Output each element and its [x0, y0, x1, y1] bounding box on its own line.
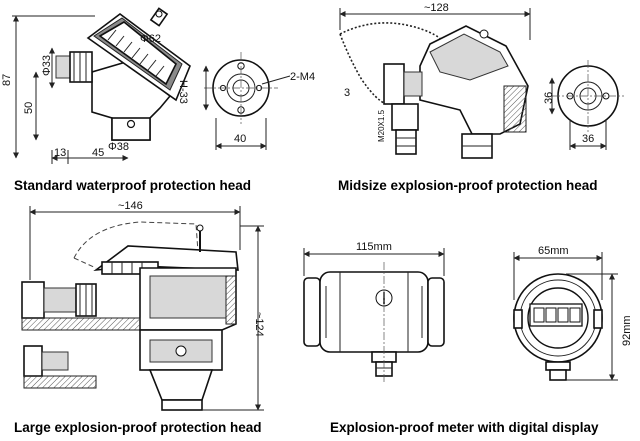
midsize-dimensions: ~128 3 M20X1.5	[339, 2, 531, 142]
meter-side-view	[303, 262, 445, 384]
midsize-head-side-view	[339, 22, 529, 159]
meter-front-view	[513, 273, 603, 381]
dim-36-w: 36	[582, 133, 594, 145]
dim-87: 87	[1, 74, 13, 86]
dim-phi62: Φ62	[140, 33, 161, 45]
midsize-front-dimensions: 36 36	[543, 77, 607, 150]
dim-13: 13	[54, 147, 66, 159]
panel-standard-waterproof-head: 87 50 Φ33 Φ62 Φ38 13 45 H-3	[1, 7, 315, 193]
dim-45: 45	[92, 147, 104, 159]
midsize-head-front-view	[552, 60, 624, 132]
panel-explosion-meter: 115mm 65mm 92mm Explosion-proof m	[303, 241, 633, 435]
meter-front-dimensions: 65mm 92mm	[513, 245, 633, 381]
caption-large: Large explosion-proof protection head	[14, 420, 262, 435]
dim-phi33: Φ33	[41, 55, 53, 76]
dim-115mm: 115mm	[356, 241, 392, 253]
dim-92mm: 92mm	[621, 315, 633, 346]
panel-large-explosion-head: ~146 ~124 Large explosion-proof protecti…	[14, 200, 265, 435]
standard-head-front-view	[204, 52, 278, 124]
dim-h33: H-33	[177, 80, 189, 104]
dim-50: 50	[23, 102, 35, 114]
caption-midsize: Midsize explosion-proof protection head	[338, 178, 598, 193]
caption-meter: Explosion-proof meter with digital displ…	[330, 420, 599, 435]
standard-front-dimensions: H-33 2-M4 40	[177, 65, 315, 150]
standard-head-side-view	[55, 7, 191, 141]
dim-128: ~128	[424, 2, 449, 14]
panel-midsize-explosion-head: ~128 3 M20X1.5 36 36 Midsize explosion-p…	[338, 2, 624, 193]
large-dimensions: ~146 ~124	[29, 200, 265, 411]
dim-124: ~124	[253, 312, 265, 337]
dim-40: 40	[234, 133, 246, 145]
dim-2-m4: 2-M4	[290, 71, 315, 83]
dim-36-h: 36	[543, 92, 555, 104]
standard-dimensions: 87 50 Φ33 Φ62 Φ38 13 45	[1, 15, 161, 164]
dim-phi38: Φ38	[108, 141, 129, 153]
dim-m20x1-5: M20X1.5	[377, 109, 386, 142]
large-head-side-view	[21, 221, 239, 411]
meter-side-dimensions: 115mm	[303, 241, 445, 276]
dim-3: 3	[344, 87, 350, 99]
caption-standard: Standard waterproof protection head	[14, 178, 251, 193]
dim-65mm: 65mm	[538, 245, 569, 257]
dim-146: ~146	[118, 200, 143, 212]
